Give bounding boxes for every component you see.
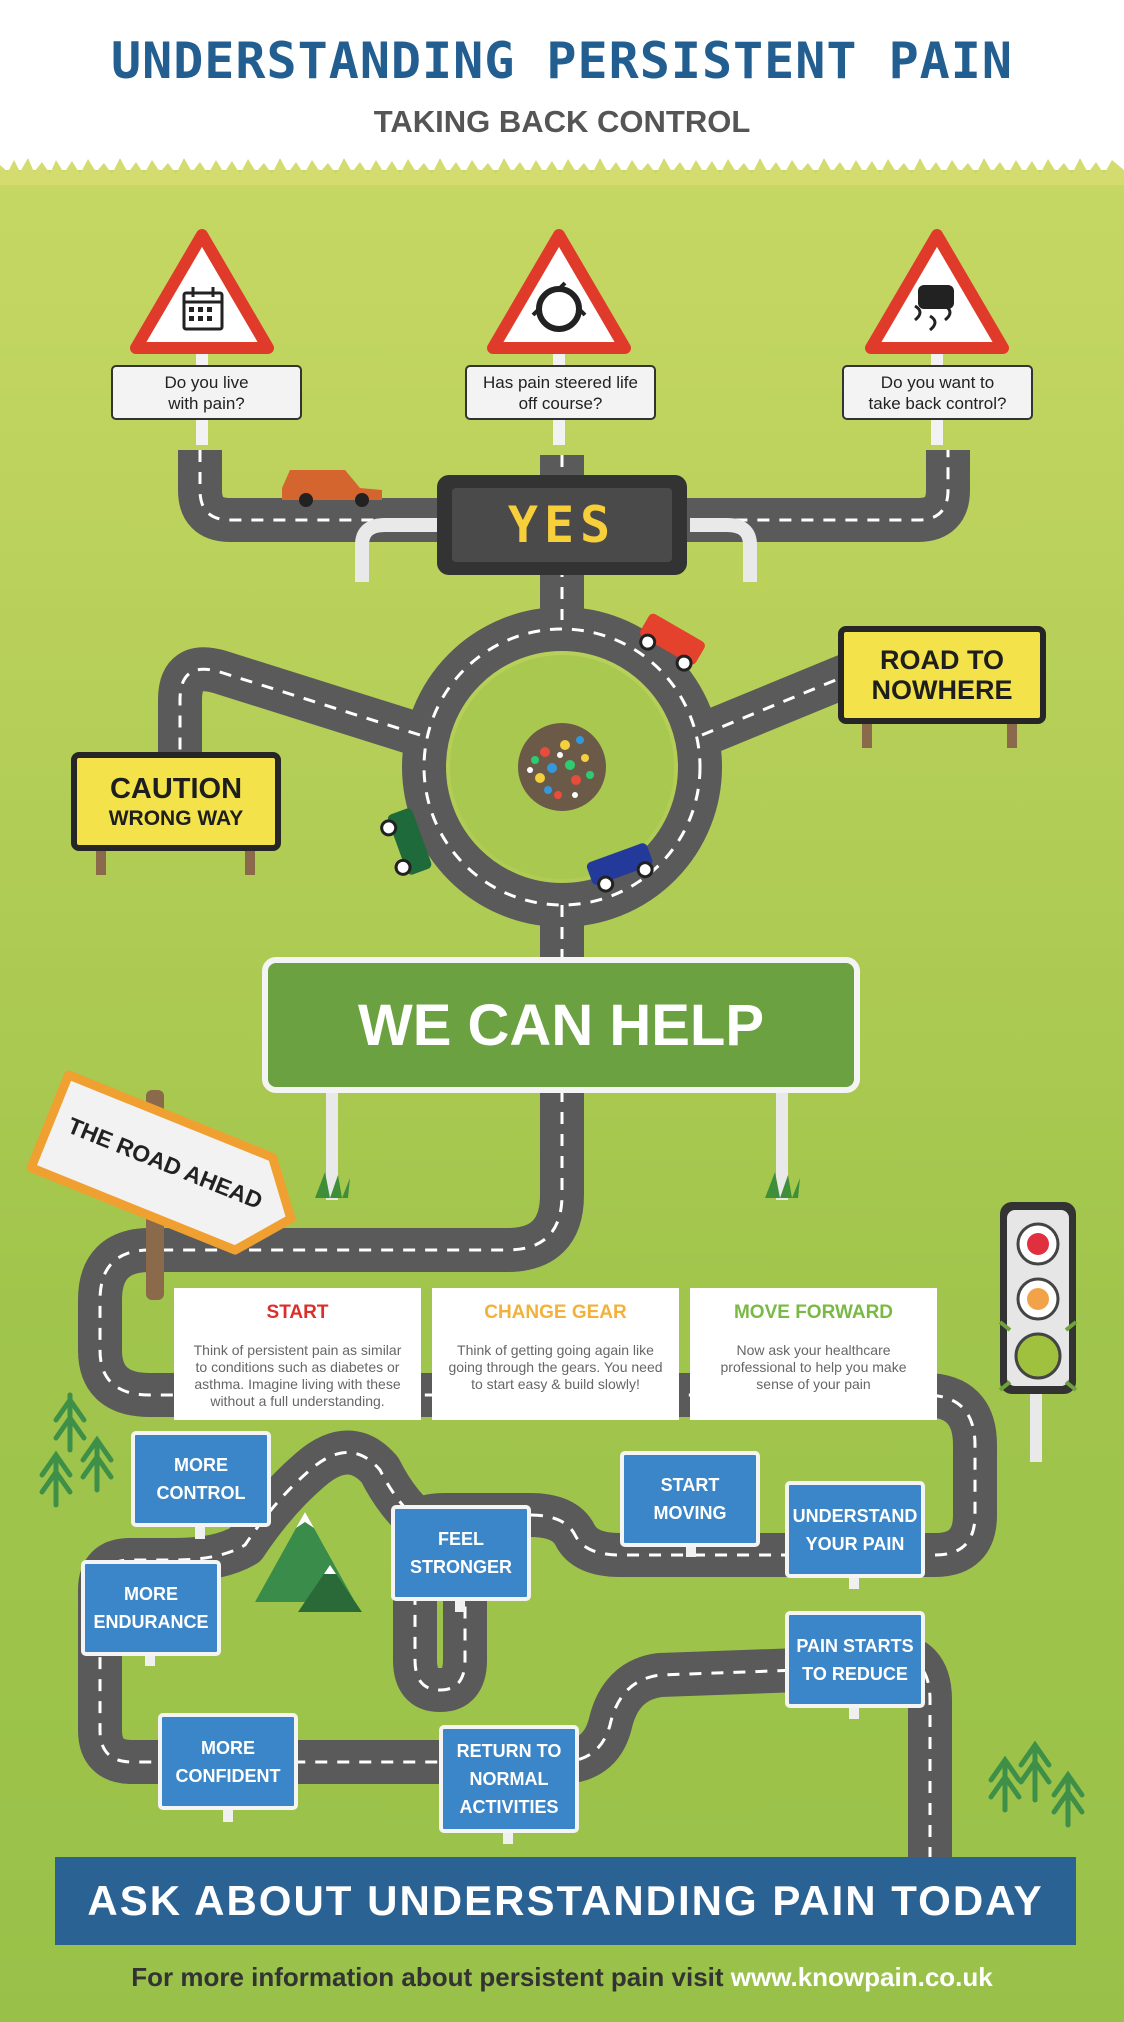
warning-sign-slippery — [865, 229, 1009, 354]
step-line-1: PAIN STARTS — [796, 1635, 914, 1656]
calendar-icon — [182, 287, 224, 331]
step-more-endurance: MORE ENDURANCE — [81, 1560, 221, 1656]
step-line-2: YOUR PAIN — [805, 1533, 905, 1554]
card-start: START Think of persistent pain as simila… — [174, 1288, 421, 1420]
step-line-2: ENDURANCE — [93, 1612, 209, 1632]
grass-fringe — [0, 158, 1124, 185]
question-line-1: Do you want to — [880, 372, 995, 392]
step-line-2: CONFIDENT — [175, 1765, 281, 1786]
red-car-icon — [639, 613, 705, 672]
card-title: MOVE FORWARD — [733, 1302, 894, 1323]
page-subtitle: TAKING BACK CONTROL — [373, 104, 751, 139]
step-line-1: MORE — [201, 1737, 255, 1758]
footer: For more information about persistent pa… — [0, 1962, 1124, 1993]
pine-trees-left — [39, 1392, 114, 1508]
card-move-forward: MOVE FORWARD Now ask your healthcare pro… — [690, 1288, 937, 1420]
step-line-1: MORE — [123, 1584, 178, 1604]
caution-line-1: CAUTION — [109, 772, 243, 805]
road-ahead-arrow-sign — [26, 1070, 296, 1255]
step-understand-your-pain: UNDERSTAND YOUR PAIN — [785, 1481, 925, 1578]
step-line-2: STRONGER — [409, 1557, 512, 1577]
step-line-2: NORMAL — [469, 1769, 549, 1789]
yes-label: YES — [507, 496, 617, 554]
mountain-icon — [255, 1512, 362, 1612]
flower-bed-icon — [518, 723, 606, 811]
step-line-1: START — [660, 1475, 720, 1495]
roundabout-icon — [531, 281, 587, 332]
road-to-nowhere-line-1: ROAD TO — [879, 645, 1004, 675]
card-change-gear: CHANGE GEAR Think of getting going again… — [432, 1288, 679, 1420]
step-return-to-normal-activities: RETURN TO NORMAL ACTIVITIES — [439, 1725, 579, 1833]
footer-text: For more information about persistent pa… — [131, 1962, 724, 1992]
step-line-1: RETURN TO — [456, 1741, 562, 1761]
step-line-3: ACTIVITIES — [459, 1797, 559, 1817]
warning-sign-calendar — [130, 229, 274, 354]
step-pain-starts-to-reduce: PAIN STARTS TO REDUCE — [785, 1611, 925, 1708]
question-line-2: take back control? — [868, 393, 1007, 413]
road-to-nowhere-line-2: NOWHERE — [871, 675, 1013, 705]
step-more-confident: MORE CONFIDENT — [158, 1713, 298, 1810]
step-line-1: UNDERSTAND — [792, 1505, 918, 1526]
road-to-nowhere-sign: ROAD TO NOWHERE — [838, 626, 1046, 724]
grass-tuft-icon — [315, 1172, 800, 1198]
card-text: Now ask your healthcare professional to … — [720, 1342, 907, 1392]
card-text: Think of persistent pain as similar to c… — [193, 1342, 402, 1409]
yes-board — [437, 475, 687, 575]
step-more-control: MORE CONTROL — [131, 1431, 271, 1527]
footer-link[interactable]: www.knowpain.co.uk — [730, 1962, 993, 1992]
green-car-icon — [380, 808, 432, 876]
question-line-2: with pain? — [168, 393, 245, 413]
we-can-help-sign: WE CAN HELP — [262, 957, 860, 1093]
pine-trees-right — [988, 1740, 1085, 1828]
slippery-road-icon — [914, 285, 954, 332]
card-title: START — [266, 1302, 329, 1323]
step-line-1: FEEL — [437, 1529, 484, 1549]
step-line-2: TO REDUCE — [802, 1663, 908, 1684]
page-title: UNDERSTANDING PERSISTENT PAIN — [111, 32, 1013, 90]
question-line-1: Has pain steered life — [483, 372, 638, 392]
call-to-action-banner: ASK ABOUT UNDERSTANDING PAIN TODAY — [55, 1857, 1076, 1945]
caution-wrong-way-sign: CAUTION WRONG WAY — [71, 752, 281, 851]
question-line-1: Do you live — [164, 372, 249, 392]
card-title: CHANGE GEAR — [484, 1302, 627, 1323]
step-line-1: MORE — [174, 1455, 228, 1475]
card-text: Think of getting going again like going … — [448, 1342, 663, 1392]
header — [0, 0, 1124, 170]
caution-line-2: WRONG WAY — [108, 806, 244, 830]
orange-car-icon — [282, 470, 382, 507]
step-line-2: CONTROL — [156, 1483, 246, 1503]
traffic-light-icon — [998, 1202, 1078, 1462]
step-feel-stronger: FEEL STRONGER — [391, 1505, 531, 1601]
question-line-2: off course? — [518, 393, 603, 413]
blue-car-icon — [586, 843, 654, 893]
step-start-moving: START MOVING — [620, 1451, 760, 1547]
step-line-2: MOVING — [653, 1503, 727, 1523]
warning-sign-roundabout — [487, 229, 631, 354]
